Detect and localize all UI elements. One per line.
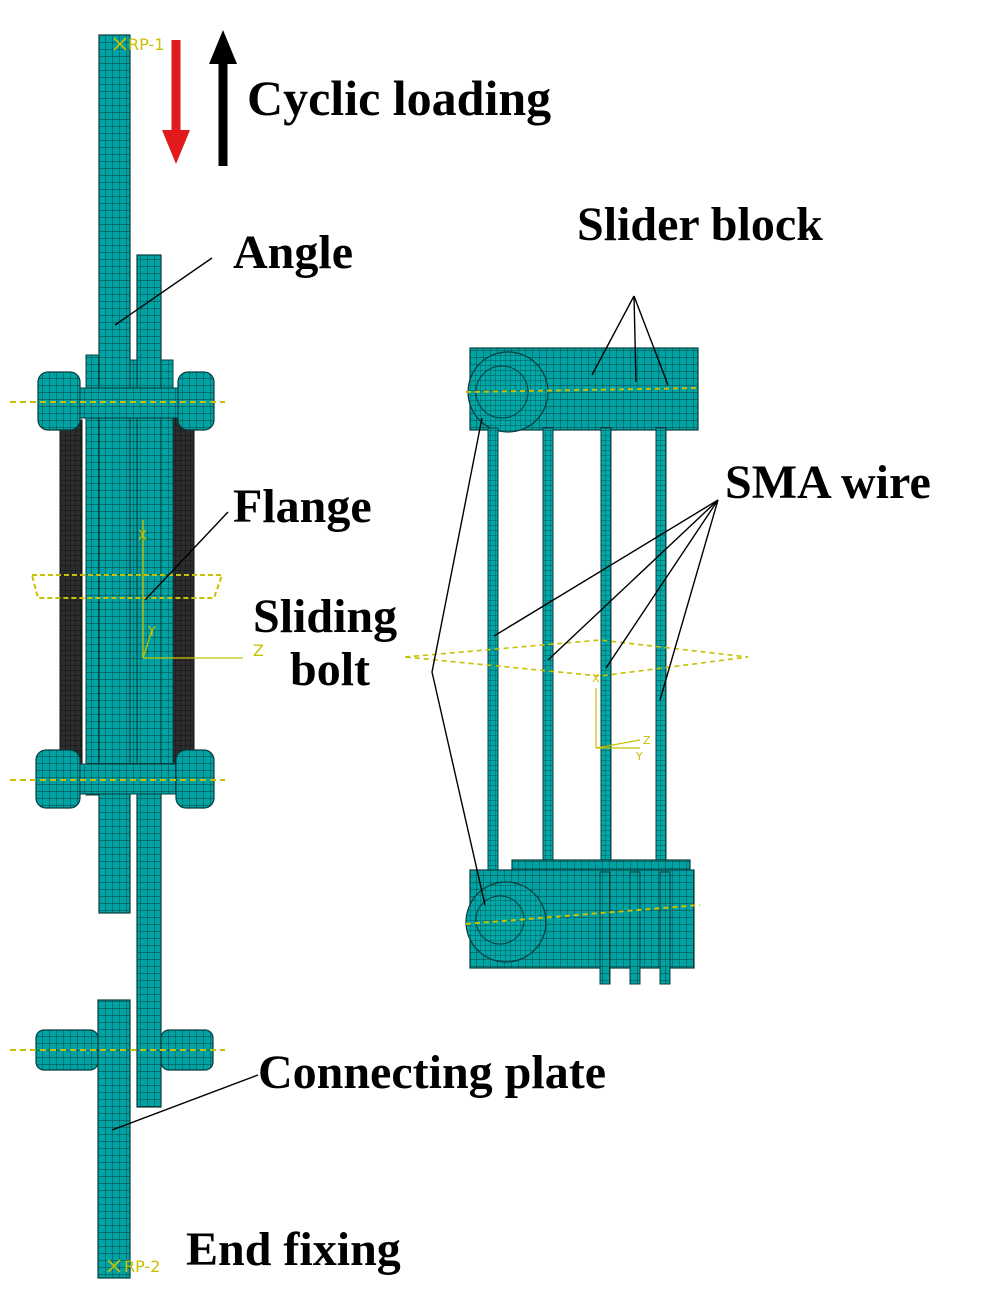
rp-top-marker: [113, 37, 127, 51]
left-axis-triad: [142, 520, 243, 659]
slider-fin-3: [659, 871, 671, 985]
right-axis-z: Z: [643, 734, 651, 747]
flange-plate: [136, 254, 162, 1108]
leader-slider-2: [633, 295, 637, 383]
rp-bottom-marker: [107, 1259, 121, 1273]
rp-bottom-label: RP-2: [124, 1257, 160, 1276]
right-assembly: X Y Z: [404, 347, 749, 985]
label-flange: Flange: [233, 480, 372, 533]
sma-wire-left-a: [59, 419, 83, 766]
leader-angle: [114, 257, 213, 326]
label-sliding-line2: bolt: [290, 643, 370, 696]
label-connecting-plate: Connecting plate: [258, 1046, 606, 1099]
leader-sma-4: [659, 499, 719, 701]
leader-sma-3: [605, 499, 719, 669]
right-section-outline: [404, 639, 749, 677]
sliding-bolt-bottom-head: [465, 881, 547, 963]
leader-sma-1: [493, 499, 719, 637]
slider-fin-2: [629, 871, 641, 985]
leader-flange: [144, 511, 229, 601]
leader-connecting-plate: [111, 1074, 259, 1131]
label-sma-wire: SMA wire: [725, 456, 931, 509]
sma-wire-right-2: [542, 427, 554, 879]
rp-top-label: RP-1: [128, 35, 164, 54]
right-axis-triad: [595, 688, 641, 749]
leader-lines: [111, 257, 719, 1131]
leader-slider-1: [591, 295, 635, 376]
slider-top-axis: [465, 387, 701, 393]
left-axis-z: Z: [253, 641, 264, 660]
left-assembly: Z X Y RP-1 RP-2: [10, 34, 264, 1279]
label-sliding-line1: Sliding: [253, 590, 397, 643]
slider-bottom-axis: [465, 904, 701, 925]
leader-slider-3: [633, 295, 669, 386]
right-axis-x: X: [592, 672, 600, 685]
right-axis-y: Y: [635, 750, 643, 763]
sma-wire-right-1: [487, 427, 499, 879]
label-cyclic-loading: Cyclic loading: [247, 70, 551, 126]
end-fixing-plate: [97, 999, 131, 1279]
label-slider-block: Slider block: [577, 198, 823, 251]
arrow-up-head: [209, 30, 237, 64]
arrow-down-head: [162, 130, 190, 164]
leader-bolt-bottom: [431, 671, 486, 906]
cyclic-loading-arrows: [162, 30, 237, 166]
left-axis-x: X: [138, 529, 147, 544]
sma-wire-left-b: [171, 399, 195, 771]
left-axis-y: Y: [147, 625, 156, 640]
label-angle: Angle: [233, 226, 353, 279]
sma-wire-right-4: [655, 427, 667, 879]
label-end-fixing: End fixing: [186, 1223, 401, 1276]
leader-bolt-top: [431, 417, 483, 673]
sma-wire-right-3: [600, 427, 612, 879]
leader-sma-2: [547, 499, 719, 661]
slider-fin-1: [599, 871, 611, 985]
